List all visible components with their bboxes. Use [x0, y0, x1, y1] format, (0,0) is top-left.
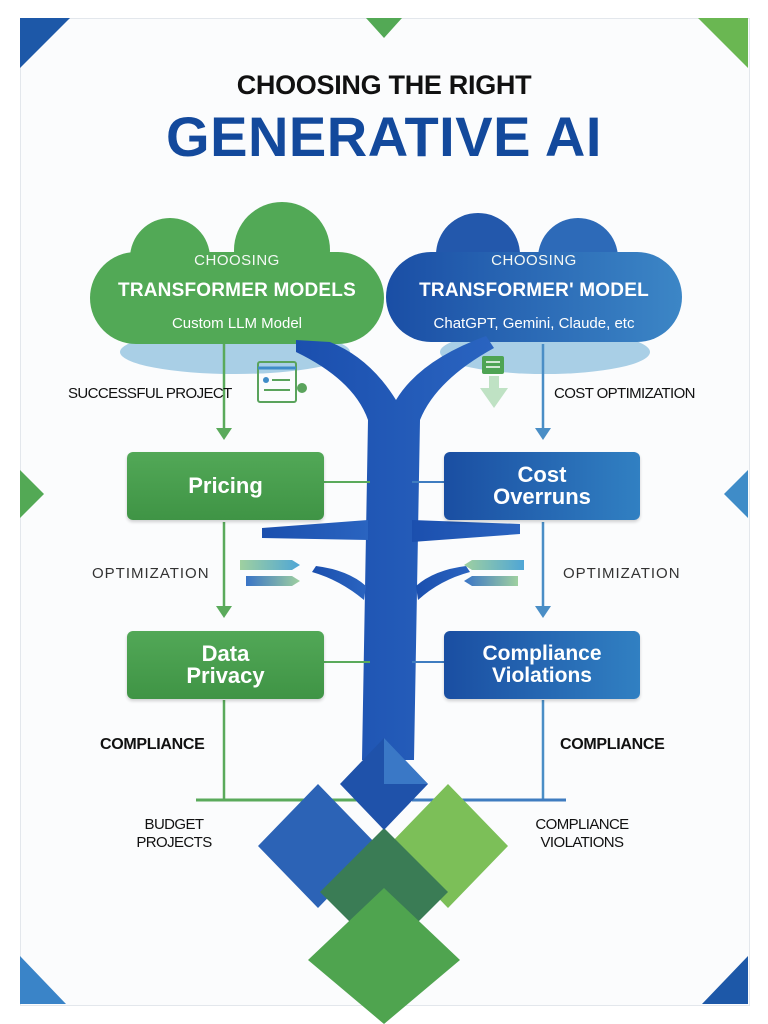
label-compliance-right: COMPLIANCE [560, 736, 665, 753]
box-data-privacy-line2: Privacy [186, 663, 265, 688]
right-cloud-kicker: CHOOSING [491, 252, 577, 269]
left-flow-arrows [216, 344, 232, 800]
footer-budget-line1: BUDGET [144, 816, 205, 833]
poster-title-line1: CHOOSING THE RIGHT [236, 70, 532, 100]
right-cloud-subtitle: ChatGPT, Gemini, Claude, etc [433, 315, 635, 332]
left-cloud-subtitle: Custom LLM Model [171, 315, 303, 332]
box-compliance-violations-line1: Compliance [482, 642, 602, 665]
box-pricing-label: Pricing [188, 473, 263, 498]
left-edge-notch [20, 470, 44, 518]
box-cost-overruns-line2: Overruns [493, 484, 591, 509]
right-cloud [386, 213, 682, 374]
corner-accent-top-left [20, 18, 70, 68]
right-double-arrow [464, 560, 524, 586]
box-cost-overruns-line1: Cost [517, 462, 567, 487]
download-document-icon [480, 356, 508, 408]
label-optimization-right: OPTIMIZATION [563, 565, 681, 582]
label-compliance-left: COMPLIANCE [100, 736, 205, 753]
right-edge-notch [724, 470, 748, 518]
footer-budget-projects: BUDGET PROJECTS [128, 816, 220, 852]
corner-accent-bottom-right [702, 956, 748, 1004]
box-pricing: Pricing [127, 452, 324, 520]
document-window-icon [257, 361, 307, 403]
top-center-notch [366, 18, 402, 38]
footer-compliance-line2: VIOLATIONS [540, 834, 625, 851]
label-cost-optimization: COST OPTIMIZATION [554, 385, 696, 402]
poster-title-line2: GENERATIVE AI [166, 105, 602, 168]
footer-compliance-violations: COMPLIANCE VIOLATIONS [528, 816, 636, 852]
root-diamonds [258, 738, 508, 1024]
label-optimization-left: OPTIMIZATION [92, 565, 210, 582]
tree-trunk [262, 336, 520, 760]
left-double-arrow [240, 560, 300, 586]
right-flow-arrows [535, 344, 551, 800]
left-cloud-title: TRANSFORMER MODELS [118, 280, 356, 301]
footer-budget-line2: PROJECTS [136, 834, 212, 851]
box-data-privacy-line1: Data [201, 641, 250, 666]
corner-accent-top-right [698, 18, 748, 68]
left-cloud [90, 202, 384, 374]
box-compliance-violations-line2: Violations [492, 664, 592, 687]
corner-accent-bottom-left [20, 956, 66, 1004]
box-cost-overruns: Cost Overruns [444, 452, 640, 520]
box-data-privacy: Data Privacy [127, 631, 324, 699]
label-successful-project: SUCCESSFUL PROJECT [68, 385, 232, 402]
right-cloud-title: TRANSFORMER' MODEL [419, 280, 649, 301]
box-compliance-violations: Compliance Violations [444, 631, 640, 699]
left-cloud-kicker: CHOOSING [194, 252, 280, 269]
footer-compliance-line1: COMPLIANCE [535, 816, 629, 833]
